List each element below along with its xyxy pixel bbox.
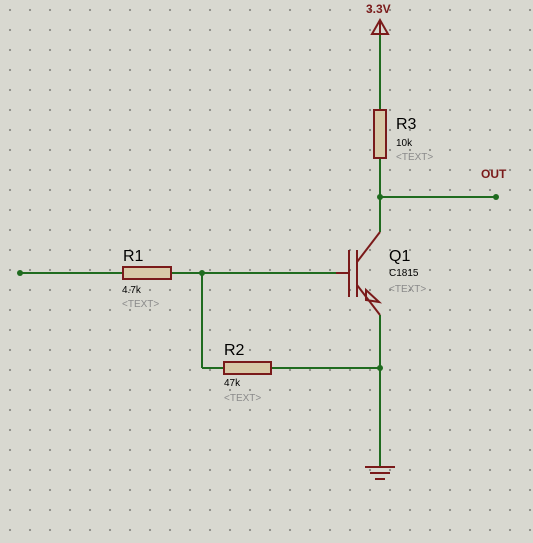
r3-refdes: R3: [396, 116, 417, 133]
resistor-r2-body: [223, 361, 272, 375]
power-label: 3.3V: [366, 2, 391, 16]
r1-value: 4.7k: [122, 285, 142, 296]
r2-value: 47k: [224, 378, 241, 389]
q1-refdes: Q1: [389, 248, 410, 265]
terminal-output[interactable]: [493, 194, 499, 200]
ground-symbol[interactable]: [365, 466, 395, 480]
r3-text-placeholder: <TEXT>: [396, 152, 433, 163]
r2-refdes: R2: [224, 342, 245, 359]
transistor-q1[interactable]: Q1 C1815 <TEXT>: [336, 231, 426, 316]
junctions: [17, 194, 499, 371]
power-terminal[interactable]: 3.3V: [366, 2, 391, 35]
resistor-r3[interactable]: R3 10k <TEXT>: [373, 109, 433, 163]
junction-base: [199, 270, 205, 276]
q1-text-placeholder: <TEXT>: [389, 284, 426, 295]
r3-value: 10k: [396, 138, 413, 149]
junction-output: [377, 194, 383, 200]
r1-refdes: R1: [123, 248, 144, 265]
r1-text-placeholder: <TEXT>: [122, 299, 159, 310]
resistor-r1-body: [122, 266, 172, 280]
resistor-r3-body: [373, 109, 387, 159]
resistor-r2[interactable]: R2 47k <TEXT>: [223, 342, 272, 404]
r2-text-placeholder: <TEXT>: [224, 393, 261, 404]
resistor-r1[interactable]: R1 4.7k <TEXT>: [122, 248, 172, 310]
terminal-input[interactable]: [17, 270, 23, 276]
q1-emitter-arrow-icon: [365, 287, 383, 304]
output-label: OUT: [481, 167, 507, 181]
q1-collector: [356, 231, 381, 263]
junction-emitter: [377, 365, 383, 371]
q1-value: C1815: [389, 268, 419, 279]
wires: [20, 34, 496, 466]
